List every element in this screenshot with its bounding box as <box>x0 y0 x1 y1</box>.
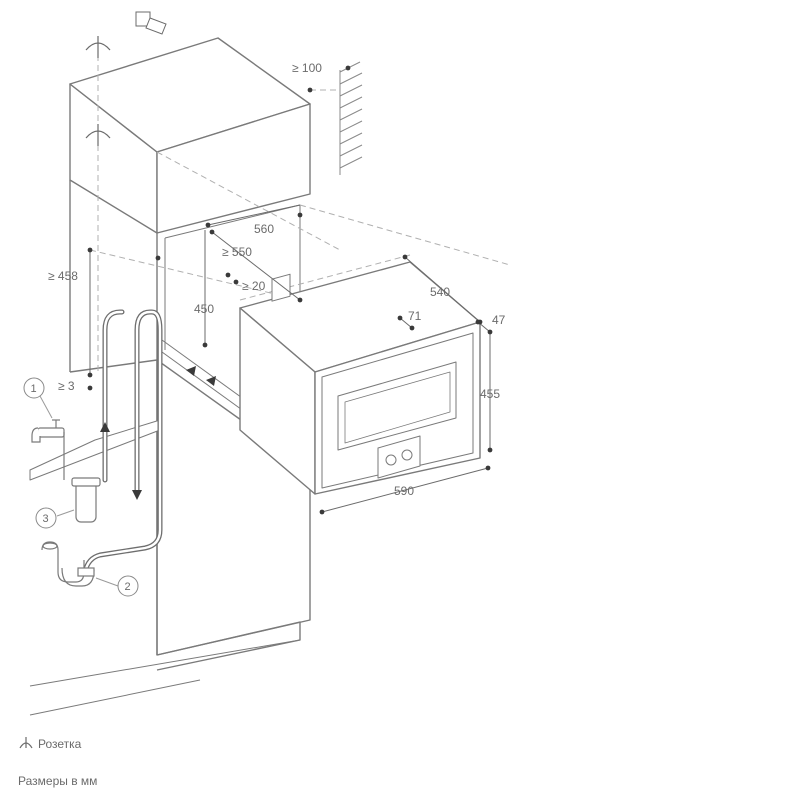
dim-top-clearance: ≥ 100 <box>292 61 322 75</box>
units-note: Размеры в мм <box>18 774 98 788</box>
legend-units: Размеры в мм <box>18 774 97 788</box>
callout-1-label: 1 <box>31 383 37 395</box>
guide-rail-2 <box>161 351 246 413</box>
top-unit-front <box>156 103 311 234</box>
callout-1-circle <box>23 377 45 399</box>
water-pipes-inner <box>83 310 162 574</box>
dimension-lines <box>89 204 491 513</box>
lower-cabinet-side <box>69 359 158 373</box>
plug-icon <box>135 11 167 35</box>
water-filter-icon <box>71 477 101 523</box>
handle-recess <box>271 273 291 302</box>
door-window-inner <box>344 371 451 444</box>
dim-door-thickness: 47 <box>492 313 506 327</box>
legend-socket-label: Розетка <box>38 737 82 751</box>
callout-3-circle <box>35 507 57 529</box>
dim-bottom-gap: ≥ 3 <box>58 379 75 393</box>
dim-gap-front: ≥ 20 <box>242 279 266 293</box>
wall-hatch <box>339 61 363 175</box>
lower-cabinet-base <box>156 621 301 671</box>
guide-rail <box>161 339 246 401</box>
dim-niche-height-450: 450 <box>194 302 214 316</box>
flow-arrows <box>100 366 216 500</box>
dim-appliance-width: 590 <box>394 484 414 498</box>
floor-line-1 <box>29 639 301 687</box>
dim-appliance-height: 455 <box>480 387 500 401</box>
callout-3-label: 3 <box>43 513 49 525</box>
arrow-down <box>132 490 142 500</box>
floor-line-2 <box>29 679 201 716</box>
arrow-up <box>100 422 110 432</box>
dimension-labels: ≥ 100 560 ≥ 550 ≥ 20 ≥ 458 450 540 47 71… <box>48 61 506 498</box>
callouts: 1 3 2 <box>23 377 139 597</box>
dim-niche-width: 560 <box>254 222 274 236</box>
socket-icon <box>19 737 33 749</box>
water-tap-icon <box>31 419 65 443</box>
dim-niche-height-min: ≥ 458 <box>48 269 78 283</box>
arrow-in-2 <box>206 376 216 386</box>
appliance <box>239 261 481 495</box>
dim-niche-depth: ≥ 550 <box>222 245 252 259</box>
socket-icon <box>85 36 111 58</box>
drain-siphon-icon <box>41 541 95 587</box>
callout-2-circle <box>117 575 139 597</box>
control-knob-left[interactable] <box>385 454 397 466</box>
legend-socket: Розетка <box>18 736 81 751</box>
control-panel <box>377 435 421 479</box>
dim-appliance-depth: 540 <box>430 285 450 299</box>
socket-icon-lower <box>85 124 111 146</box>
dimension-dots <box>87 65 493 515</box>
arrow-in-1 <box>186 366 196 376</box>
dashed-guides <box>89 55 511 375</box>
control-knob-right[interactable] <box>401 449 413 461</box>
dim-panel-offset: 71 <box>408 309 422 323</box>
callout-2-label: 2 <box>125 581 131 593</box>
